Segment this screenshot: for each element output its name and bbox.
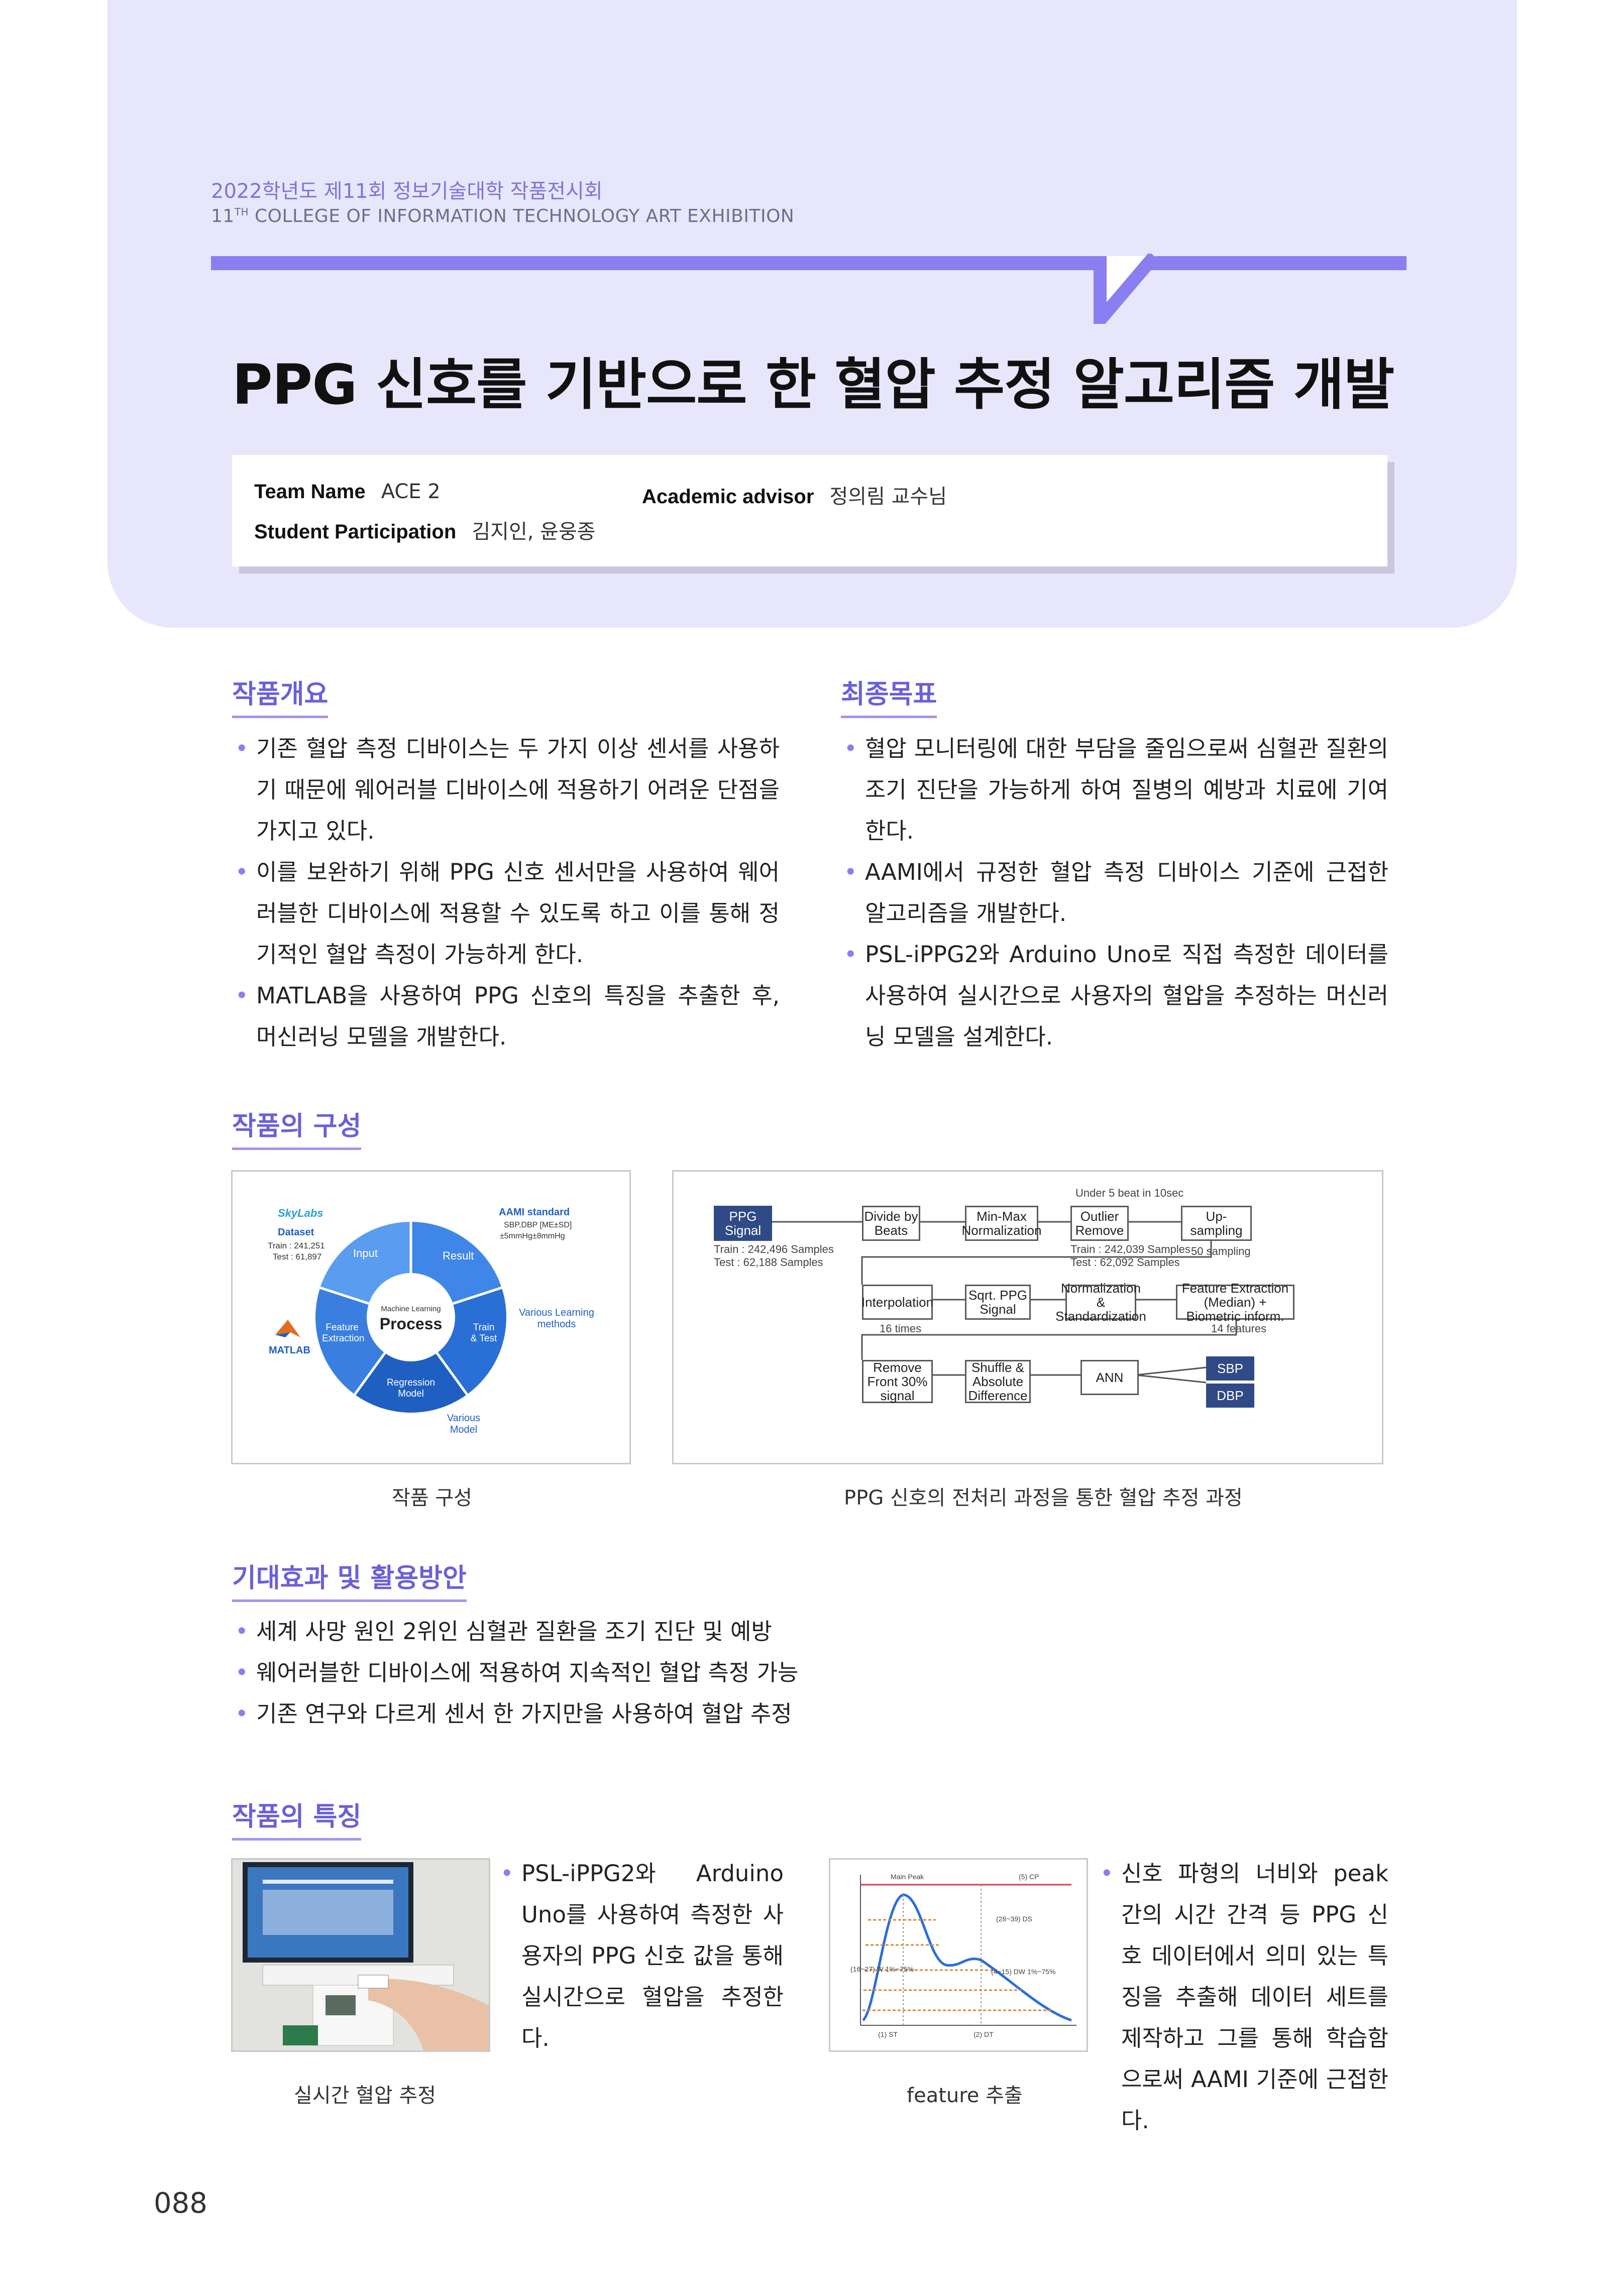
skylabs-logo: SkyLabs: [278, 1207, 323, 1219]
list-item: •신호 파형의 너비와 peak 간의 시간 간격 등 PPG 신호 데이터에서…: [1100, 1860, 1388, 2134]
cycle-input: Input: [353, 1247, 378, 1259]
overview-list: •기존 혈압 측정 디바이스는 두 가지 이상 센서를 사용하기 때문에 웨어러…: [232, 728, 780, 1058]
flow-ann: ANN: [1080, 1360, 1139, 1395]
list-item: •PSL-iPPG2와 Arduino Uno를 사용하여 측정한 사용자의 P…: [500, 1860, 784, 2051]
team-info-box: Team Name ACE 2 Academic advisor 정의림 교수님…: [232, 455, 1387, 566]
team-name-value: ACE 2: [381, 480, 441, 503]
students-label: Student Participation: [254, 521, 457, 543]
cycle-various-learning: Various Learning methods: [519, 1307, 594, 1330]
feature-caption-2: feature 추출: [907, 2084, 1023, 2107]
goal-title: 최종목표: [841, 673, 937, 718]
composition-figure: SkyLabs Dataset Train : 241,251 Test : 6…: [231, 1170, 631, 1464]
features-text-1: •PSL-iPPG2와 Arduino Uno를 사용하여 측정한 사용자의 P…: [497, 1853, 784, 2059]
list-item: •AAMI에서 규정한 혈압 측정 디바이스 기준에 근접한 알고리즘을 개발한…: [844, 859, 1388, 927]
effects-list: •세계 사망 원인 2위인 심혈관 질환을 조기 진단 및 예방 •웨어러블한 …: [232, 1611, 1136, 1735]
list-item: •혈압 모니터링에 대한 부담을 줄임으로써 심혈관 질환의 조기 진단을 가능…: [844, 735, 1388, 844]
plot-st: (1) ST: [878, 2030, 898, 2038]
cycle-center: Process: [379, 1315, 443, 1333]
page-title: PPG 신호를 기반으로 한 혈압 추정 알고리즘 개발: [232, 353, 1394, 417]
cycle-feature: Feature Extraction: [322, 1322, 365, 1344]
speech-tail-icon: [1094, 254, 1159, 324]
list-item: •이를 보완하기 위해 PPG 신호 센서만을 사용하여 웨어러블한 디바이스에…: [235, 859, 780, 968]
students-value: 김지인, 윤웅종: [472, 520, 596, 543]
flow-sqrt: Sqrt. PPG Signal: [965, 1285, 1031, 1320]
feature-extraction-plot: Main Peak (5) CP (28~39) DS (16~27) W 1%…: [829, 1858, 1088, 2052]
ppg-waveform-plot: [860, 1875, 1076, 2026]
list-item: •세계 사망 원인 2위인 심혈관 질환을 조기 진단 및 예방: [235, 1618, 772, 1645]
plot-dw: (4~15) DW 1%~75%: [991, 1968, 1056, 1976]
composition-title: 작품의 구성: [232, 1105, 362, 1150]
process-cycle-diagram: [315, 1222, 506, 1413]
flow-upsampling: Up-sampling: [1181, 1206, 1252, 1241]
page-number: 088: [154, 2187, 207, 2220]
flow-normalization: Normalization & Standardization: [1055, 1281, 1146, 1324]
flow-fourteen: 14 features: [1211, 1322, 1267, 1335]
flow-connectors: [769, 1221, 1237, 1384]
exhibition-title-kr: 2022학년도 제11회 정보기술대학 작품전시회: [211, 180, 603, 203]
dataset-test: Test : 61,897: [273, 1252, 322, 1261]
features-text-2: •신호 파형의 너비와 peak 간의 시간 간격 등 PPG 신호 데이터에서…: [1097, 1853, 1388, 2141]
advisor-label: Academic advisor: [642, 486, 814, 508]
features-title: 작품의 특징: [232, 1795, 362, 1841]
flow-feature-extraction: Feature Extraction (Median) + Biometric …: [1176, 1281, 1294, 1323]
composition-caption-right: PPG 신호의 전처리 과정을 통한 혈압 추정 과정: [844, 1486, 1243, 1510]
flow-minmax: Min-Max Normalization: [962, 1206, 1041, 1241]
plot-main-peak: Main Peak: [891, 1873, 924, 1881]
aami-label: AAMI standard: [499, 1207, 570, 1218]
flow-under-beat: Under 5 beat in 10sec: [1075, 1187, 1184, 1199]
flow-fifty: 50 sampling: [1191, 1245, 1251, 1257]
cycle-center-small: Machine Learning: [381, 1305, 441, 1313]
header-divider: [211, 256, 1406, 270]
overview-title: 작품개요: [232, 673, 329, 718]
preprocessing-flow-figure: PPG Signal Divide by Beats Min-Max Norma…: [672, 1170, 1383, 1464]
dataset-label: Dataset: [278, 1227, 314, 1238]
flow-train2: Train : 242,039 Samples: [1070, 1243, 1190, 1255]
flow-remove-front: Remove Front 30% signal: [862, 1360, 933, 1403]
flow-interpolation: Interpolation: [861, 1285, 933, 1320]
composition-caption-left: 작품 구성: [392, 1486, 472, 1510]
effects-title: 기대효과 및 활용방안: [232, 1557, 467, 1602]
matlab-label: MATLAB: [269, 1345, 310, 1356]
flow-divide-beats: Divide by Beats: [862, 1206, 920, 1241]
flow-test2: Test : 62,092 Samples: [1070, 1256, 1180, 1269]
list-item: •MATLAB을 사용하여 PPG 신호의 특징을 추출한 후, 머신러닝 모델…: [235, 982, 780, 1050]
goal-list: •혈압 모니터링에 대한 부담을 줄임으로써 심혈관 질환의 조기 진단을 가능…: [841, 728, 1388, 1058]
cycle-regression: Regression Model: [386, 1377, 436, 1399]
team-name-label: Team Name: [254, 481, 366, 503]
list-item: •웨어러블한 디바이스에 적용하여 지속적인 혈압 측정 가능: [235, 1659, 799, 1686]
list-item: •PSL-iPPG2와 Arduino Uno로 직접 측정한 데이터를 사용하…: [844, 941, 1388, 1050]
flow-sixteen: 16 times: [880, 1322, 922, 1335]
device-photo-illustration: [233, 1860, 489, 2050]
plot-cp: (5) CP: [1019, 1873, 1039, 1881]
advisor-value: 정의림 교수님: [829, 485, 947, 508]
cycle-train-test: Train & Test: [470, 1322, 497, 1344]
list-item: •기존 혈압 측정 디바이스는 두 가지 이상 센서를 사용하기 때문에 웨어러…: [235, 735, 780, 844]
exhibition-title-en: 11TH COLLEGE OF INFORMATION TECHNOLOGY A…: [211, 206, 795, 226]
plot-ds: (28~39) DS: [996, 1915, 1032, 1923]
plot-dt: (2) DT: [973, 2030, 994, 2038]
realtime-photo: [231, 1858, 490, 2052]
aami-sub1: SBP,DBP [ME±SD]: [504, 1221, 572, 1229]
flow-ppg-signal: PPG Signal: [714, 1206, 772, 1241]
list-item: •기존 연구와 다르게 센서 한 가지만을 사용하여 혈압 추정: [235, 1700, 792, 1727]
dataset-train: Train : 241,251: [268, 1241, 325, 1250]
cycle-various-model: Various Model: [447, 1413, 481, 1435]
feature-caption-1: 실시간 혈압 추정: [294, 2084, 437, 2107]
cycle-result: Result: [443, 1249, 474, 1262]
flow-dbp: DBP: [1206, 1384, 1254, 1408]
flow-train1: Train : 242,496 Samples: [714, 1243, 834, 1255]
plot-w: (16~27) W 1%~75%: [850, 1965, 914, 1973]
matlab-logo-icon: [275, 1320, 300, 1337]
aami-sub2: ±5mmHg±8mmHg: [500, 1232, 565, 1240]
flow-sbp: SBP: [1206, 1356, 1254, 1381]
flow-shuffle: Shuffle & Absolute Difference: [965, 1360, 1031, 1403]
flow-outlier: Outlier Remove: [1070, 1206, 1129, 1241]
flow-test1: Test : 62,188 Samples: [714, 1256, 823, 1269]
